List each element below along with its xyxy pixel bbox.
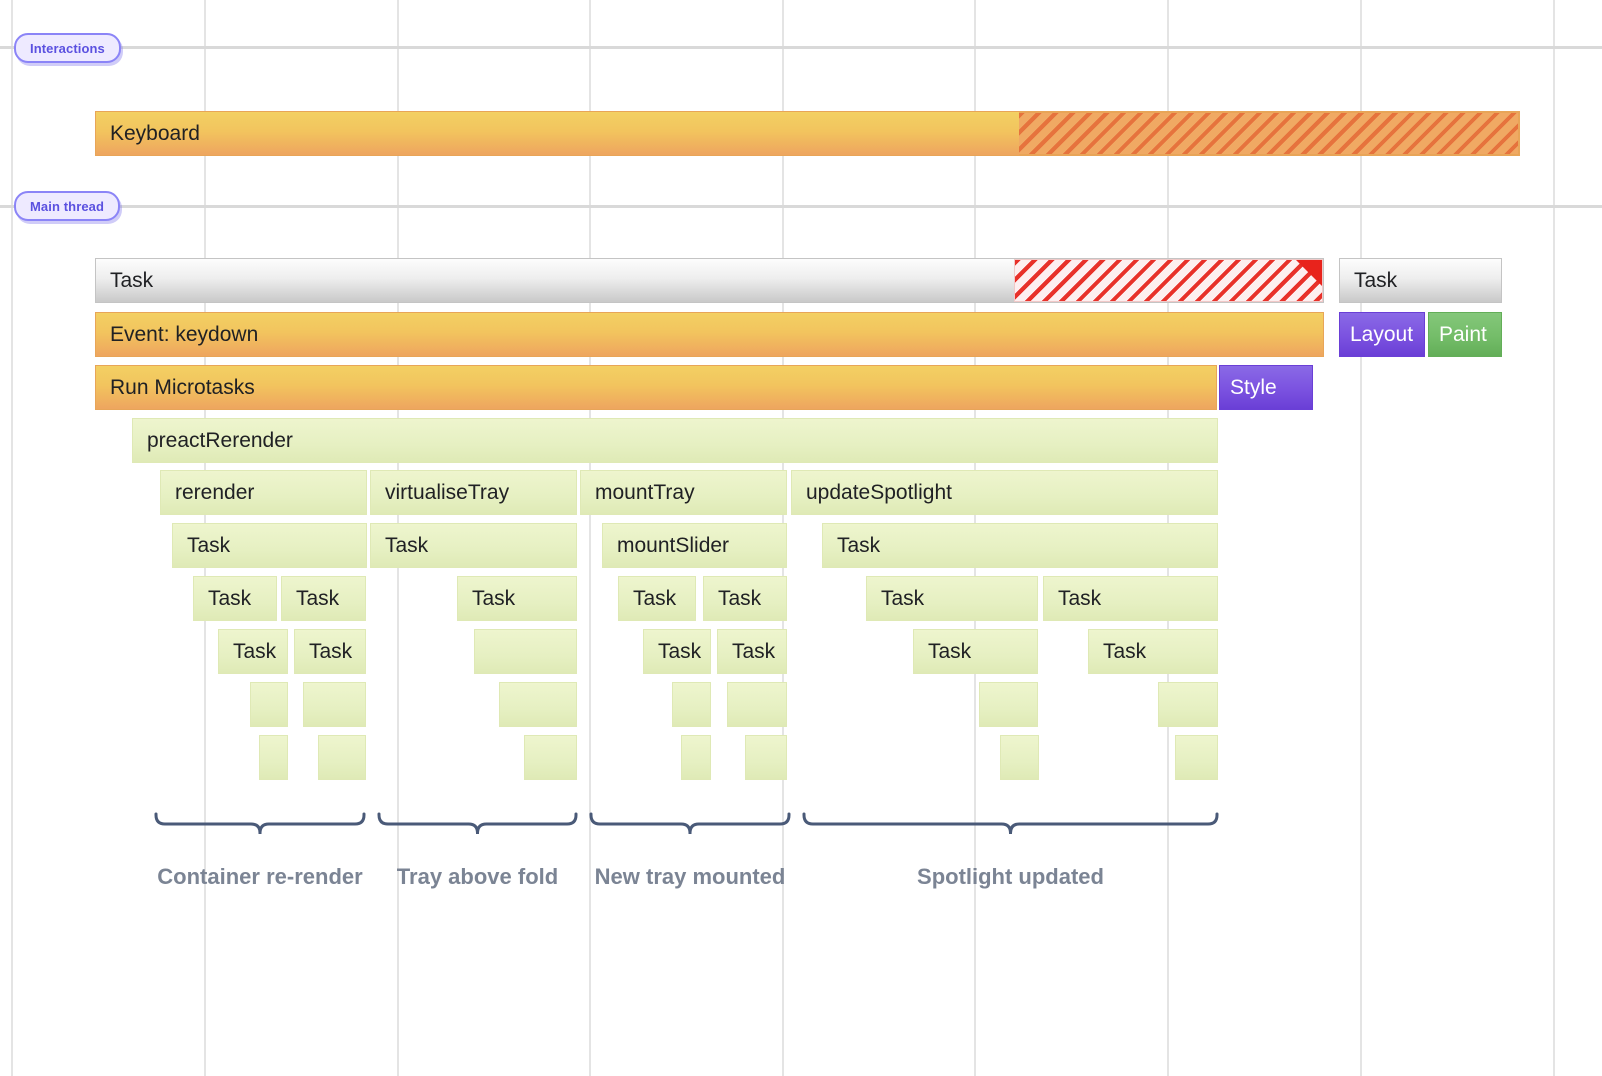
flame-bar-l6-b[interactable]: Task xyxy=(281,576,366,621)
flame-bar-label: Task xyxy=(837,533,881,557)
flame-bar-label: Task xyxy=(718,586,762,610)
flame-bar-label: Task xyxy=(233,639,277,663)
flame-bar-mounttray[interactable]: mountTray xyxy=(580,470,787,515)
gridline-0 xyxy=(11,0,13,1076)
flame-bar-preact-rerender[interactable]: preactRerender xyxy=(132,418,1218,463)
flame-bar-rerender[interactable]: rerender xyxy=(160,470,367,515)
flame-bar-label: Task xyxy=(1354,268,1398,292)
flame-bar-l9-f[interactable] xyxy=(1000,735,1039,780)
flame-bar-l9-g[interactable] xyxy=(1175,735,1218,780)
gridline-8 xyxy=(1553,0,1555,1076)
flame-bar-label: Task xyxy=(732,639,776,663)
flame-bar-l9-a[interactable] xyxy=(259,735,288,780)
flame-bar-hatch-overlay xyxy=(1019,112,1519,155)
flame-bar-l7-f[interactable]: Task xyxy=(913,629,1038,674)
flame-bar-l5-a[interactable]: Task xyxy=(172,523,367,568)
annotation-label-1: Tray above fold xyxy=(396,864,559,889)
flame-bar-label: Task xyxy=(309,639,353,663)
flame-bar-l6-a[interactable]: Task xyxy=(193,576,277,621)
flame-bar-l8-g[interactable] xyxy=(1158,682,1218,727)
flame-bar-run-microtasks[interactable]: Run Microtasks xyxy=(95,365,1217,410)
main-thread-track-rule xyxy=(0,205,1602,208)
track-pill-interactions-label: Interactions xyxy=(30,40,105,56)
flame-bar-l7-d[interactable]: Task xyxy=(643,629,711,674)
long-task-warning-triangle-icon xyxy=(1296,260,1322,286)
flame-bar-updatespotlight[interactable]: updateSpotlight xyxy=(791,470,1218,515)
flame-bar-l5-b[interactable]: Task xyxy=(370,523,577,568)
track-pill-main-thread[interactable]: Main thread xyxy=(14,191,121,221)
flame-bar-hatch-overlay xyxy=(1014,259,1323,302)
flame-bar-l7-b[interactable]: Task xyxy=(294,629,366,674)
flame-bar-label: Task xyxy=(928,639,972,663)
annotation-bracket-1 xyxy=(378,812,577,840)
flame-bar-l6-d[interactable]: Task xyxy=(618,576,696,621)
flame-bar-label: Task xyxy=(633,586,677,610)
flame-bar-label: mountTray xyxy=(595,480,695,504)
flame-bar-l7-g[interactable]: Task xyxy=(1088,629,1218,674)
flame-bar-label: Paint xyxy=(1439,322,1487,346)
annotation-label-0: Container re-render xyxy=(157,864,363,889)
flame-bar-label: Style xyxy=(1230,375,1277,399)
flame-bar-label: updateSpotlight xyxy=(806,480,952,504)
gridline-3 xyxy=(589,0,591,1076)
flame-bar-l5-d[interactable]: Task xyxy=(822,523,1218,568)
flame-bar-task-main[interactable]: Task xyxy=(95,258,1324,303)
flame-bar-label: mountSlider xyxy=(617,533,730,557)
track-pill-main-thread-label: Main thread xyxy=(30,198,105,214)
flame-bar-l6-f[interactable]: Task xyxy=(866,576,1038,621)
flame-bar-label: Event: keydown xyxy=(110,322,259,346)
flame-bar-l9-b[interactable] xyxy=(318,735,366,780)
flame-bar-label: Task xyxy=(658,639,702,663)
annotation-bracket-0 xyxy=(155,812,365,840)
flame-bar-label: virtualiseTray xyxy=(385,480,510,504)
flame-bar-task-right[interactable]: Task xyxy=(1339,258,1502,303)
flame-bar-l9-c[interactable] xyxy=(524,735,577,780)
flame-bar-label: preactRerender xyxy=(147,428,293,452)
flame-bar-l8-e[interactable] xyxy=(727,682,787,727)
flame-bar-label: Task xyxy=(1058,586,1102,610)
flame-bar-label: rerender xyxy=(175,480,255,504)
flame-bar-label: Layout xyxy=(1350,322,1414,346)
flame-bar-label: Task xyxy=(110,268,154,292)
flame-bar-label: Task xyxy=(208,586,252,610)
flame-bar-style[interactable]: Style xyxy=(1219,365,1313,410)
track-pill-interactions[interactable]: Interactions xyxy=(14,33,121,63)
flame-bar-label: Run Microtasks xyxy=(110,375,255,399)
flame-bar-label: Task xyxy=(296,586,340,610)
flame-bar-virtualisetray[interactable]: virtualiseTray xyxy=(370,470,577,515)
flame-bar-l8-b[interactable] xyxy=(303,682,366,727)
flame-bar-label: Task xyxy=(472,586,516,610)
flame-bar-l8-d[interactable] xyxy=(672,682,711,727)
flame-bar-l8-c[interactable] xyxy=(499,682,577,727)
flame-bar-l9-e[interactable] xyxy=(745,735,787,780)
annotation-label-2: New tray mounted xyxy=(594,864,786,889)
flame-bar-l7-c[interactable] xyxy=(474,629,577,674)
flame-bar-l6-c[interactable]: Task xyxy=(457,576,577,621)
annotation-label-3: Spotlight updated xyxy=(917,864,1104,889)
flame-bar-paint[interactable]: Paint xyxy=(1428,312,1502,357)
flame-bar-label: Task xyxy=(187,533,231,557)
flame-bar-l5-c[interactable]: mountSlider xyxy=(602,523,787,568)
annotation-bracket-3 xyxy=(803,812,1218,840)
flame-bar-event-keydown[interactable]: Event: keydown xyxy=(95,312,1324,357)
gridline-7 xyxy=(1360,0,1362,1076)
flame-bar-l6-g[interactable]: Task xyxy=(1043,576,1218,621)
flame-bar-label: Keyboard xyxy=(110,121,200,145)
flame-bar-l7-a[interactable]: Task xyxy=(218,629,288,674)
flame-bar-l7-e[interactable]: Task xyxy=(717,629,787,674)
annotation-bracket-2 xyxy=(590,812,790,840)
flame-bar-label: Task xyxy=(1103,639,1147,663)
flame-bar-label: Task xyxy=(385,533,429,557)
flame-bar-keyboard[interactable]: Keyboard xyxy=(95,111,1520,156)
flame-bar-l8-a[interactable] xyxy=(250,682,288,727)
flame-bar-l9-d[interactable] xyxy=(681,735,711,780)
flame-bar-layout[interactable]: Layout xyxy=(1339,312,1425,357)
flame-bar-label: Task xyxy=(881,586,925,610)
interactions-track-rule xyxy=(0,46,1602,49)
flame-bar-l8-f[interactable] xyxy=(979,682,1038,727)
flame-bar-l6-e[interactable]: Task xyxy=(703,576,787,621)
